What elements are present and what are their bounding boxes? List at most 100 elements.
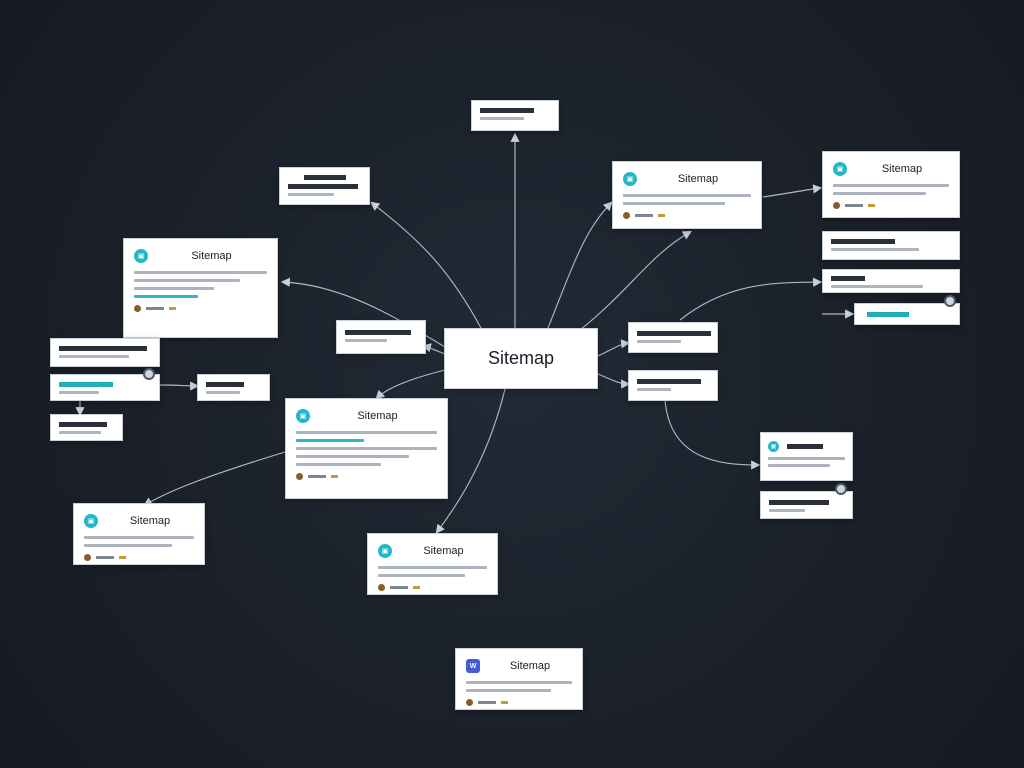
link-left-small-right xyxy=(159,381,200,391)
meta-label-placeholder xyxy=(146,307,164,310)
connector-handle-icon[interactable] xyxy=(835,483,847,495)
far-right-teal-node[interactable] xyxy=(854,303,960,325)
card-header: ▣ Sitemap xyxy=(296,407,437,425)
card-body xyxy=(833,184,949,195)
right-mid-lower-title-placeholder xyxy=(637,379,701,384)
right-bottom-node[interactable] xyxy=(760,491,853,519)
app-logo-icon: ▣ xyxy=(623,172,637,186)
connector-handle-icon[interactable] xyxy=(944,295,956,307)
status-dot-icon xyxy=(466,699,473,706)
right-mid-lower-node[interactable] xyxy=(628,370,718,401)
card-line xyxy=(296,431,437,434)
card-title: Sitemap xyxy=(357,410,398,422)
sitemap-card-bottom-center[interactable]: ▣ Sitemap xyxy=(367,533,498,595)
tag-icon xyxy=(501,701,508,704)
far-right-node-2-subtitle-placeholder xyxy=(831,285,923,288)
left-small-subtitle-placeholder xyxy=(206,391,240,394)
far-right-node-1-subtitle-placeholder xyxy=(831,248,919,251)
sitemap-card-center-left[interactable]: ▣ Sitemap xyxy=(285,398,448,499)
link-right-top-card xyxy=(547,201,613,329)
app-logo-icon: ▣ xyxy=(84,514,98,528)
upper-left-page-node[interactable] xyxy=(279,167,370,205)
app-logo-icon: ▣ xyxy=(296,409,310,423)
sitemap-card-bottom-left[interactable]: ▣ Sitemap xyxy=(73,503,205,565)
right-mid-upper-node[interactable] xyxy=(628,322,718,353)
left-bottom-subtitle-placeholder xyxy=(59,431,101,434)
link-lower-left xyxy=(143,451,286,507)
top-page-title-placeholder xyxy=(480,108,534,113)
tag-icon xyxy=(331,475,338,478)
left-small-node[interactable] xyxy=(197,374,270,401)
card-line xyxy=(84,544,172,547)
left-mid-node[interactable] xyxy=(50,338,160,367)
link-right-mid-lower xyxy=(597,373,631,389)
status-dot-icon xyxy=(296,473,303,480)
link-right-upper xyxy=(579,230,692,331)
right-mid-upper-title-placeholder xyxy=(637,331,711,336)
mid-left-title-placeholder xyxy=(345,330,411,335)
card-line xyxy=(296,447,437,450)
mid-left-page-node[interactable] xyxy=(336,320,426,354)
far-right-teal-title-placeholder xyxy=(867,312,909,317)
card-title: Sitemap xyxy=(509,660,551,672)
card-line xyxy=(378,574,466,577)
card-header: ▣ Sitemap xyxy=(378,542,487,560)
card-header: ▣ Sitemap xyxy=(134,247,267,265)
meta-label-placeholder xyxy=(96,556,114,559)
meta-label-placeholder xyxy=(308,475,326,478)
app-logo-icon: ▣ xyxy=(833,162,847,176)
card-header: W Sitemap xyxy=(466,657,572,675)
sitemap-card-left-top[interactable]: ▣ Sitemap xyxy=(123,238,278,338)
card-body xyxy=(296,431,437,466)
sitemap-card-far-right-top[interactable]: ▣ Sitemap xyxy=(822,151,960,218)
left-teal-node[interactable] xyxy=(50,374,160,401)
mid-left-subtitle-placeholder xyxy=(345,339,387,342)
right-bottom-subtitle-placeholder xyxy=(769,509,805,512)
meta-label-placeholder xyxy=(390,586,408,589)
left-bottom-title-placeholder xyxy=(59,422,107,427)
top-page-node[interactable] xyxy=(471,100,559,131)
card-header: ▣ Sitemap xyxy=(833,160,949,178)
card-header: ▣ xyxy=(768,439,845,453)
card-line xyxy=(623,194,751,197)
upper-left-title-line-2 xyxy=(288,184,358,189)
tag-icon xyxy=(169,307,176,310)
sitemap-card-bottom-separate[interactable]: W Sitemap xyxy=(455,648,583,710)
right-bottom-title-placeholder xyxy=(769,500,829,505)
far-right-node-2[interactable] xyxy=(822,269,960,293)
upper-left-title-line-1 xyxy=(303,175,346,180)
card-highlight-line xyxy=(296,439,364,442)
far-right-node-2-title-placeholder xyxy=(831,276,865,281)
card-meta xyxy=(466,699,572,706)
connector-handle-icon[interactable] xyxy=(143,368,155,380)
app-logo-icon: W xyxy=(466,659,480,673)
card-title: Sitemap xyxy=(129,515,171,527)
sitemap-card-right-bottom[interactable]: ▣ xyxy=(760,432,853,481)
card-meta xyxy=(296,473,437,480)
tag-icon xyxy=(658,214,665,217)
card-header: ▣ Sitemap xyxy=(623,170,751,188)
top-page-subtitle-placeholder xyxy=(480,117,524,120)
central-node[interactable]: Sitemap xyxy=(444,328,598,389)
far-right-node-1[interactable] xyxy=(822,231,960,260)
card-line xyxy=(134,279,241,282)
meta-label-placeholder xyxy=(845,204,863,207)
left-mid-title-placeholder xyxy=(59,346,147,351)
card-line xyxy=(768,457,845,460)
status-dot-icon xyxy=(378,584,385,591)
left-small-title-placeholder xyxy=(206,382,244,387)
left-teal-subtitle-placeholder xyxy=(59,391,99,394)
link-far-right-top xyxy=(762,184,823,198)
tag-icon xyxy=(413,586,420,589)
left-teal-title-placeholder xyxy=(59,382,113,387)
card-line xyxy=(833,192,926,195)
right-mid-upper-subtitle-placeholder xyxy=(637,340,681,343)
central-node-label: Sitemap xyxy=(487,348,555,368)
link-upper-left xyxy=(370,201,483,331)
card-title: Sitemap xyxy=(191,250,232,262)
left-bottom-small-node[interactable] xyxy=(50,414,123,441)
sitemap-card-right-top[interactable]: ▣ Sitemap xyxy=(612,161,762,229)
card-line xyxy=(134,271,267,274)
card-title: Sitemap xyxy=(677,173,719,185)
left-mid-subtitle-placeholder xyxy=(59,355,129,358)
